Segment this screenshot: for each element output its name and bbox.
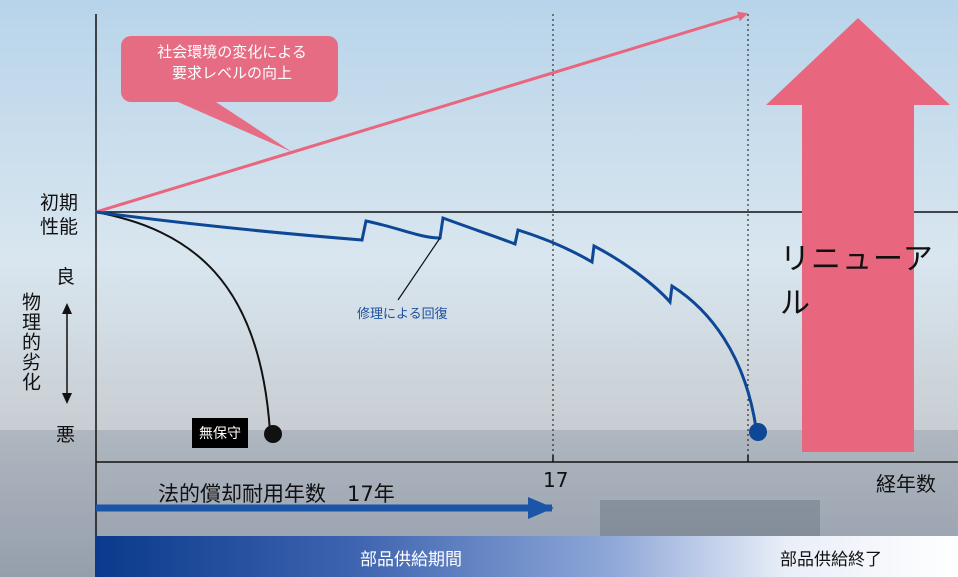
repair-leader-line bbox=[397, 237, 441, 301]
arrow-down-icon bbox=[62, 393, 72, 404]
no-maintenance-curve bbox=[95, 211, 271, 433]
requirement-level-arrow bbox=[95, 11, 748, 214]
city-skyline bbox=[600, 500, 820, 540]
no-maintenance-endpoint bbox=[264, 425, 282, 443]
repair-recovery-label: 修理による回復 bbox=[357, 307, 448, 322]
callout-line-2: 要求レベルの向上 bbox=[171, 64, 292, 82]
callout-bubble bbox=[121, 36, 338, 152]
parts-supply-period-label: 部品供給期間 bbox=[360, 550, 462, 570]
x-tick-label-17: 17 bbox=[543, 468, 569, 492]
callout-line-1: 社会環境の変化による bbox=[157, 43, 307, 61]
good-label: 良 bbox=[56, 266, 76, 288]
repair-endpoint bbox=[749, 423, 767, 441]
x-axis-label: 経年数 bbox=[876, 472, 936, 496]
initial-performance-label-2: 性能 bbox=[40, 216, 79, 238]
no-maintenance-label: 無保守 bbox=[192, 418, 248, 448]
renewal-arrow bbox=[766, 18, 950, 452]
bad-label: 悪 bbox=[56, 424, 76, 446]
physical-degradation-label: 物理的劣化 bbox=[19, 292, 41, 392]
parts-supply-bar bbox=[96, 536, 958, 577]
parts-supply-end-label: 部品供給終了 bbox=[780, 550, 882, 570]
arrow-up-icon bbox=[62, 303, 72, 314]
initial-performance-label-1: 初期 bbox=[40, 192, 79, 214]
legal-life-label: 法的償却耐用年数 17年 bbox=[158, 482, 395, 506]
renewal-label: リニューアル bbox=[780, 242, 934, 321]
repair-recovery-curve bbox=[95, 210, 758, 429]
callout-text: 社会環境の変化による 要求レベルの向上 bbox=[127, 42, 337, 84]
